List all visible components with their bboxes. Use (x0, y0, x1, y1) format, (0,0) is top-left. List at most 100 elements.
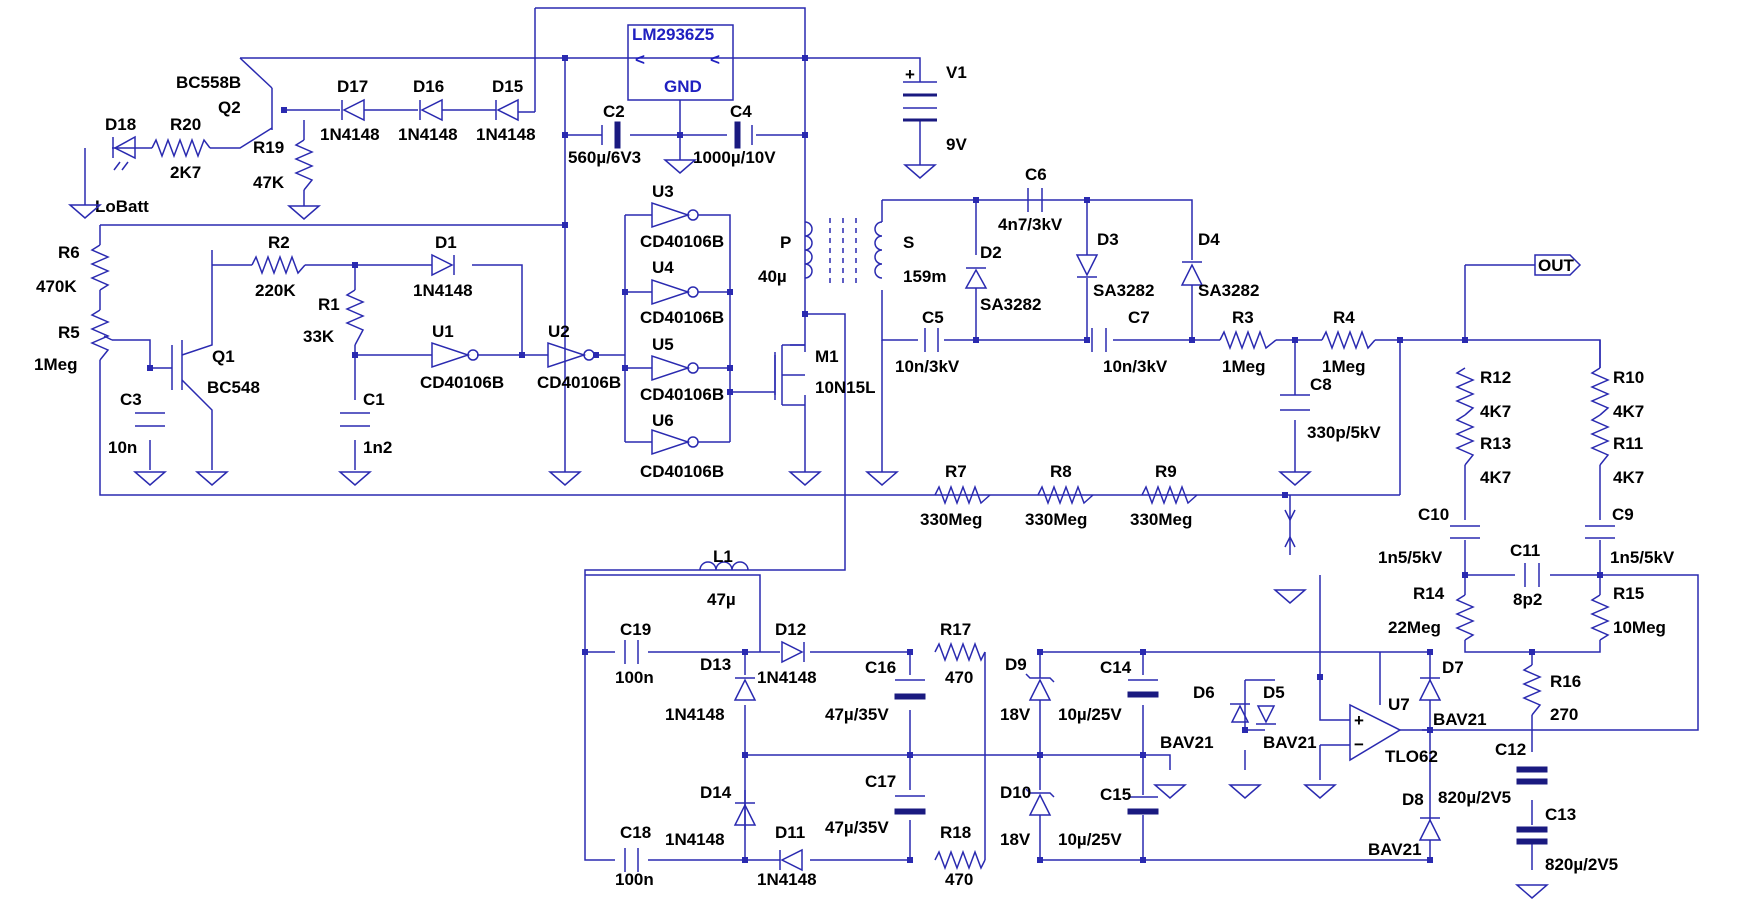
c19-name: C19 (620, 620, 651, 639)
u5-value: CD40106B (640, 385, 724, 404)
c5-value: 10n/3kV (895, 357, 960, 376)
u3-name: U3 (652, 182, 674, 201)
v1-value: 9V (946, 135, 967, 154)
r1-resistor: R1 33K (303, 289, 365, 346)
d5-diode: D5 BAV21 (1256, 683, 1317, 752)
m1-name: M1 (815, 347, 839, 366)
c12-value: 820µ/2V5 (1438, 788, 1511, 807)
c1-name: C1 (363, 390, 385, 409)
d4-value: SA3282 (1198, 281, 1259, 300)
d8-diode: D8 BAV21 (1368, 790, 1442, 859)
c12-name: C12 (1495, 740, 1526, 759)
r2-value: 220K (255, 281, 296, 300)
r7-name: R7 (945, 462, 967, 481)
ground-symbols (67, 159, 1550, 899)
r8-name: R8 (1050, 462, 1072, 481)
c19-capacitor: C19 100n (615, 620, 654, 687)
u6-name: U6 (652, 411, 674, 430)
transformer-primary-value: 40µ (758, 267, 787, 286)
d17-value: 1N4148 (320, 125, 380, 144)
r6-name: R6 (58, 243, 80, 262)
r6-resistor: R6 470K (36, 243, 110, 296)
d17-diode: D17 1N4148 (320, 77, 380, 144)
r14-value: 22Meg (1388, 618, 1441, 637)
c15-name: C15 (1100, 785, 1131, 804)
transformer: P 40µ S 159m (758, 218, 946, 288)
c14-capacitor: C14 10µ/25V (1058, 658, 1159, 724)
q2-model: BC558B (176, 73, 241, 92)
transformer-secondary-value: 159m (903, 267, 946, 286)
d13-value: 1N4148 (665, 705, 725, 724)
r3-resistor: R3 1Meg (1219, 308, 1277, 376)
u7-name: U7 (1388, 695, 1410, 714)
u3-value: CD40106B (640, 232, 724, 251)
wires (84, 7, 1699, 870)
c1-value: 1n2 (363, 438, 392, 457)
m1-mosfet: M1 10N15L (774, 344, 875, 406)
d2-name: D2 (980, 243, 1002, 262)
d12-name: D12 (775, 620, 806, 639)
v1-battery: + V1 9V (903, 63, 967, 154)
d9-value: 18V (1000, 705, 1031, 724)
u3-inverter: U3 CD40106B (640, 182, 724, 251)
r16-value: 270 (1550, 705, 1578, 724)
d16-name: D16 (413, 77, 444, 96)
d12-diode: D12 1N4148 (757, 620, 817, 687)
r19-resistor: R19 47K (253, 138, 314, 192)
lm2936-pin-out: < (710, 50, 720, 69)
lm2936-pin-in: < (635, 50, 645, 69)
r4-resistor: R4 1Meg (1321, 308, 1376, 376)
r13-resistor: R13 4K7 (1455, 414, 1511, 487)
r15-resistor: R15 10Meg (1590, 584, 1666, 641)
r18-value: 470 (945, 870, 973, 889)
d14-value: 1N4148 (665, 830, 725, 849)
c3-name: C3 (120, 390, 142, 409)
d14-diode: D14 1N4148 (665, 783, 757, 849)
c9-value: 1n5/5kV (1610, 548, 1675, 567)
d4-name: D4 (1198, 230, 1220, 249)
c10-capacitor: C10 1n5/5kV (1378, 505, 1480, 567)
d1-name: D1 (435, 233, 457, 252)
u7-plus: + (1354, 711, 1364, 730)
u4-name: U4 (652, 258, 674, 277)
u5-inverter: U5 CD40106B (640, 335, 724, 404)
r3-value: 1Meg (1222, 357, 1265, 376)
r16-resistor: R16 270 (1522, 664, 1581, 724)
c7-capacitor: C7 10n/3kV (1091, 308, 1168, 376)
c4-value: 1000µ/10V (693, 148, 776, 167)
c13-name: C13 (1545, 805, 1576, 824)
c4-capacitor: C4 1000µ/10V (693, 102, 776, 167)
r15-name: R15 (1613, 584, 1644, 603)
q2-name: Q2 (218, 98, 241, 117)
c11-capacitor: C11 8p2 (1510, 541, 1542, 609)
c1-capacitor: C1 1n2 (340, 390, 392, 457)
l1-value: 47µ (707, 590, 736, 609)
r12-name: R12 (1480, 368, 1511, 387)
c16-name: C16 (865, 658, 896, 677)
d13-diode: D13 1N4148 (665, 655, 757, 724)
u1-value: CD40106B (420, 373, 504, 392)
c18-capacitor: C18 100n (615, 823, 654, 889)
c13-capacitor: C13 820µ/2V5 (1516, 805, 1618, 874)
d10-value: 18V (1000, 830, 1031, 849)
d12-value: 1N4148 (757, 668, 817, 687)
r1-name: R1 (318, 295, 340, 314)
d6-diode: D6 BAV21 (1160, 683, 1250, 752)
c19-value: 100n (615, 668, 654, 687)
r12-resistor: R12 4K7 (1455, 367, 1511, 421)
c11-name: C11 (1510, 541, 1540, 560)
c5-capacitor: C5 10n/3kV (895, 308, 960, 376)
c8-name: C8 (1310, 375, 1332, 394)
d7-diode: D7 BAV21 (1418, 658, 1487, 729)
r19-value: 47K (253, 173, 285, 192)
u6-value: CD40106B (640, 462, 724, 481)
c3-value: 10n (108, 438, 137, 457)
c2-capacitor: C2 560µ/6V3 (568, 102, 641, 167)
r13-name: R13 (1480, 434, 1511, 453)
c17-capacitor: C17 47µ/35V (825, 772, 926, 837)
d11-diode: D11 1N4148 (757, 823, 817, 889)
c8-value: 330p/5kV (1307, 423, 1381, 442)
d2-value: SA3282 (980, 295, 1041, 314)
r15-value: 10Meg (1613, 618, 1666, 637)
c2-name: C2 (603, 102, 625, 121)
